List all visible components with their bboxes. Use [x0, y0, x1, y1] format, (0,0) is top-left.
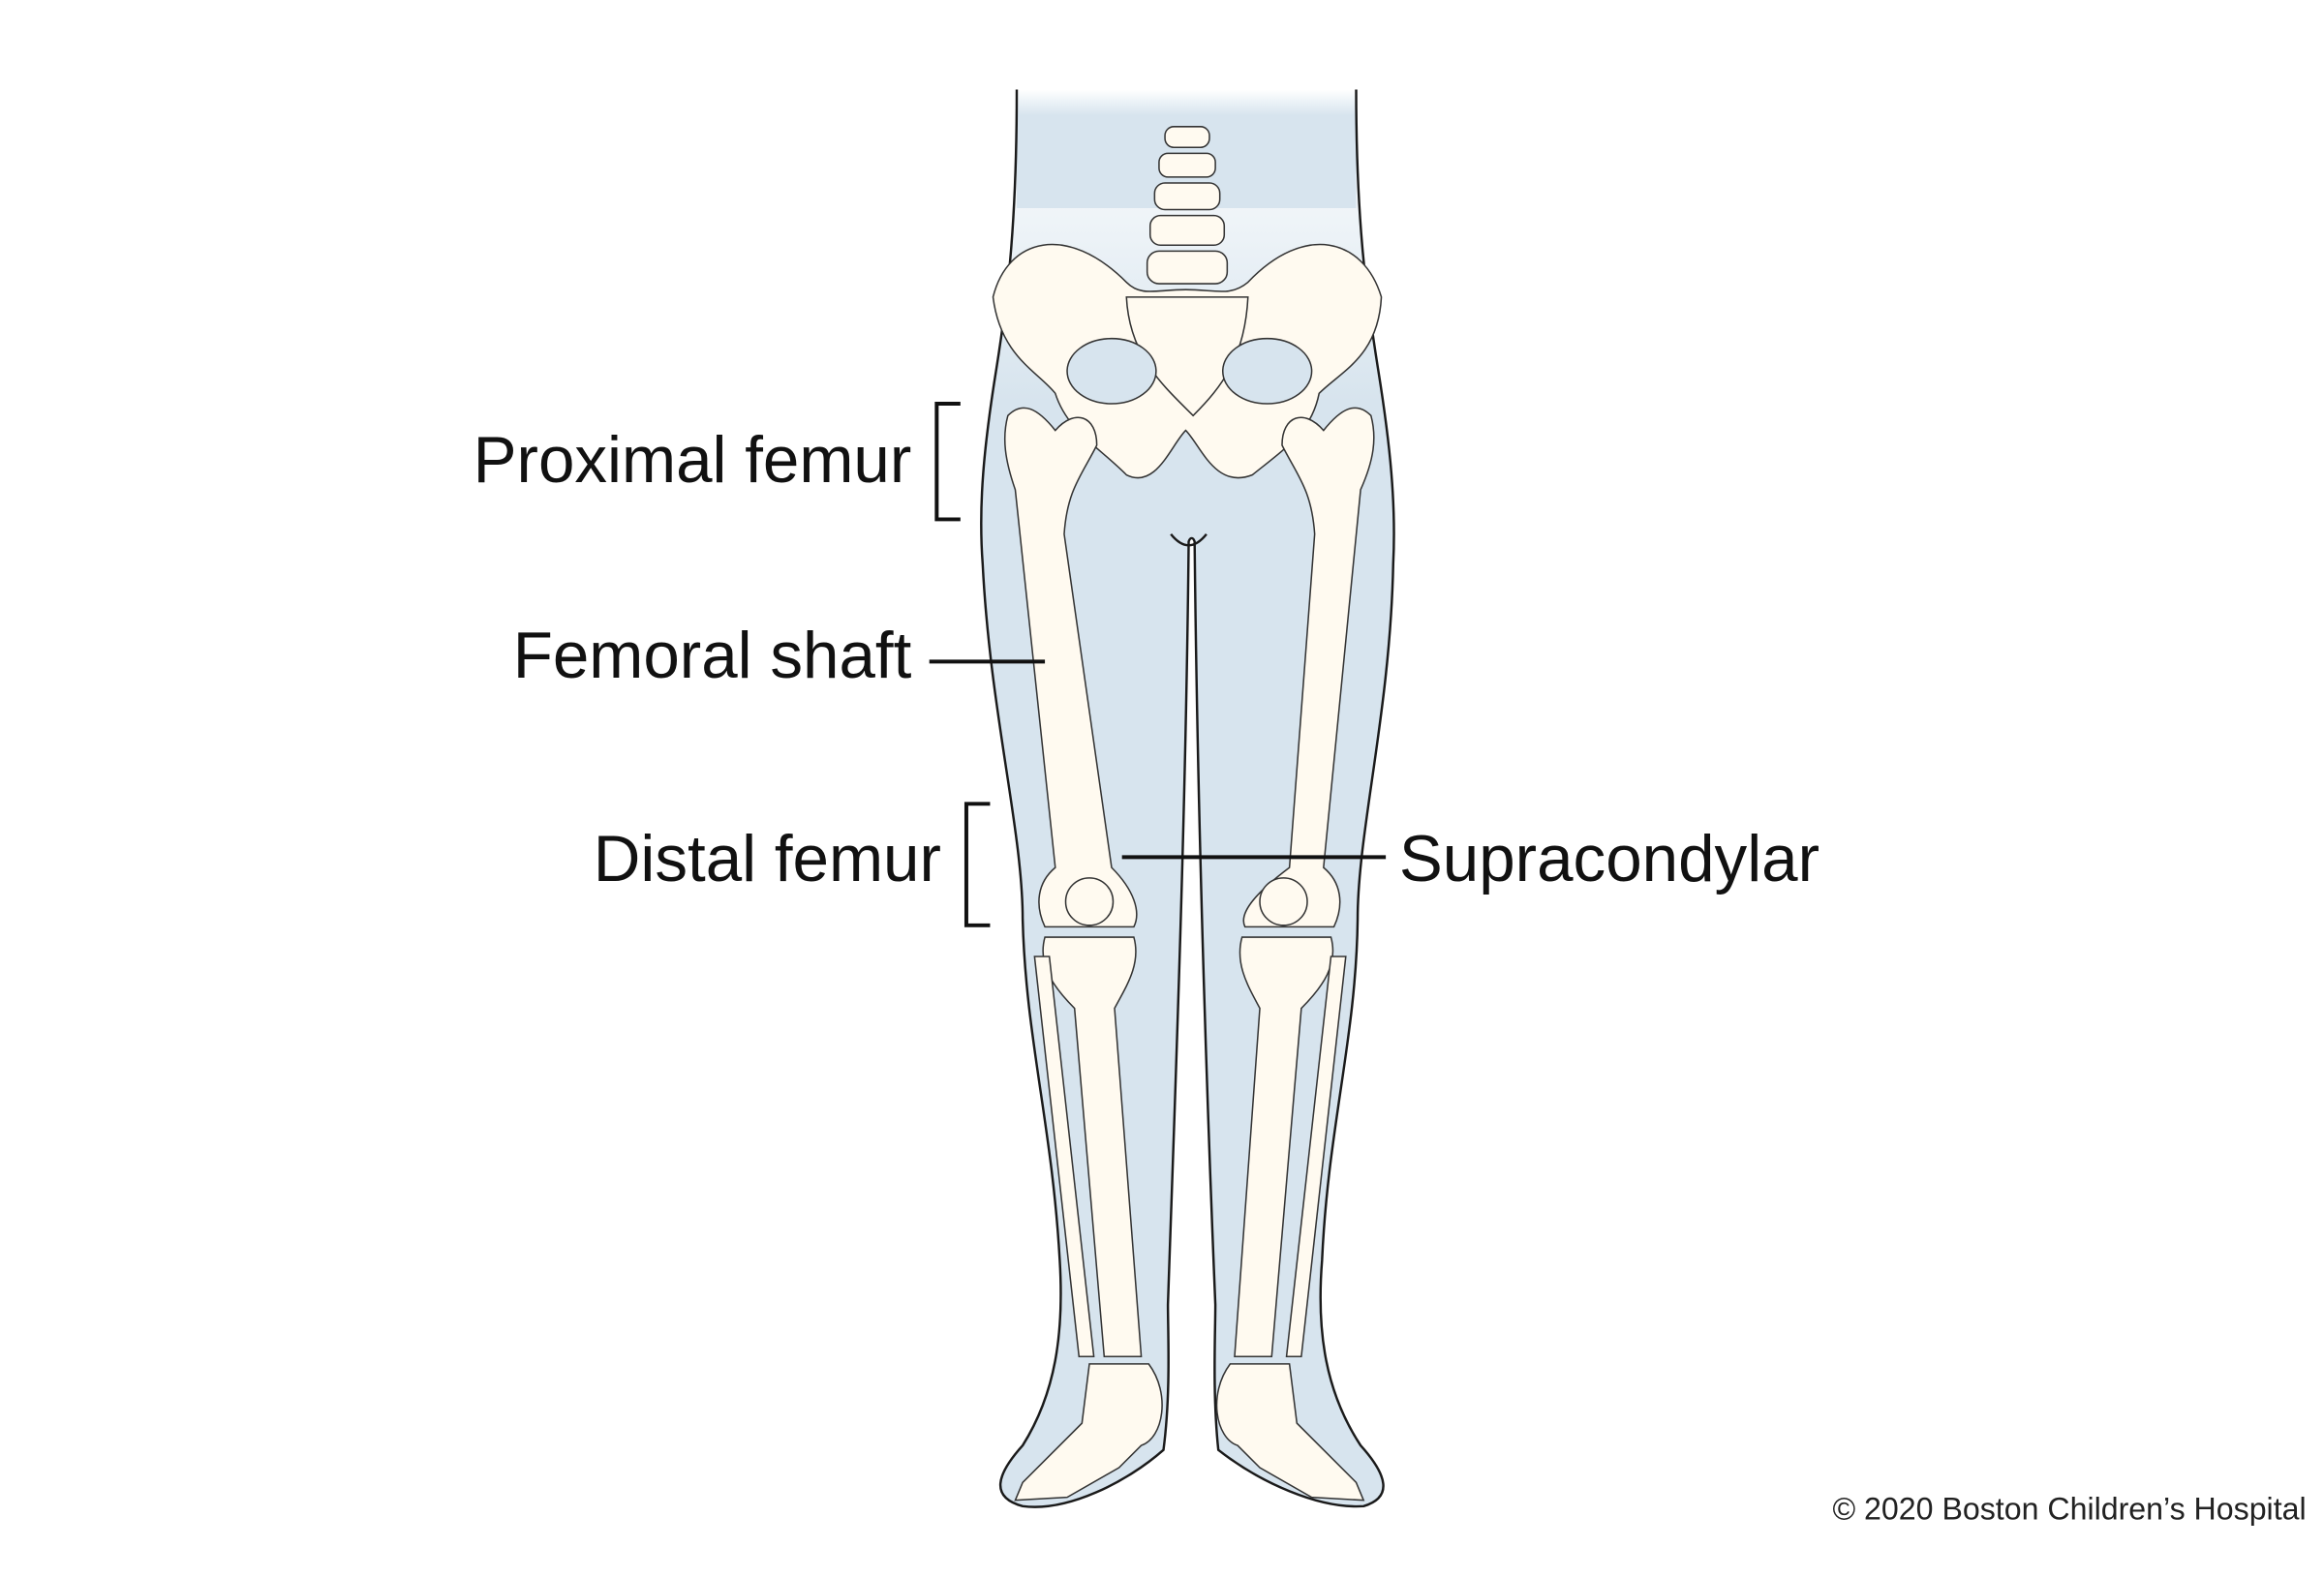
label-proximal-femur: Proximal femur — [474, 402, 961, 522]
right-lower-leg-bones — [1215, 936, 1365, 1502]
left-femur — [1003, 407, 1138, 928]
supracondylar-label: Supracondylar — [1399, 823, 1819, 895]
femoral-shaft-label: Femoral shaft — [513, 620, 912, 692]
spine — [1146, 126, 1229, 285]
copyright-notice: © 2020 Boston Children’s Hospital — [1832, 1492, 2306, 1527]
right-femur — [1242, 407, 1375, 928]
distal-femur-label: Distal femur — [594, 823, 941, 895]
skeleton — [992, 126, 1383, 1502]
label-femoral-shaft: Femoral shaft — [513, 620, 1046, 692]
label-distal-femur: Distal femur — [594, 802, 991, 927]
label-supracondylar: Supracondylar — [1121, 823, 1819, 895]
proximal-femur-label: Proximal femur — [474, 424, 912, 497]
proximal-femur-bracket — [934, 402, 961, 522]
distal-femur-bracket — [963, 802, 991, 927]
left-lower-leg-bones — [1014, 936, 1163, 1502]
